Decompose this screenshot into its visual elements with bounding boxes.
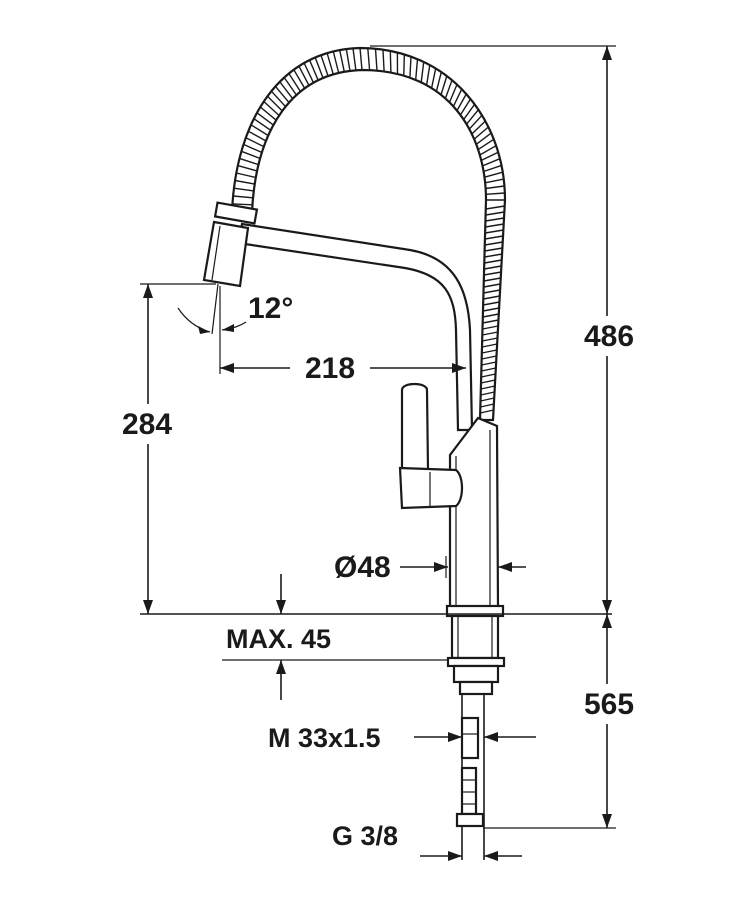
spray-head — [202, 201, 259, 288]
mounting-base — [445, 604, 506, 860]
label-total-height: 486 — [584, 320, 634, 353]
dim-max-thickness: MAX. 45 — [222, 574, 448, 700]
dim-total-height: 486 — [370, 45, 642, 614]
lever-handle — [398, 382, 464, 510]
dim-spout-reach: 218 — [219, 286, 466, 388]
label-spout-height: 284 — [122, 408, 172, 441]
label-thread: M 33x1.5 — [268, 723, 381, 753]
label-connection: G 3/8 — [332, 821, 398, 851]
dim-below-counter: 565 — [483, 614, 642, 829]
label-spout-reach: 218 — [305, 352, 355, 385]
dim-thread: M 33x1.5 — [268, 723, 536, 753]
faucet-body — [448, 416, 500, 610]
spout-arm — [236, 222, 474, 432]
label-max-thickness: MAX. 45 — [226, 624, 331, 654]
label-angle: 12° — [248, 292, 293, 325]
dim-connection: G 3/8 — [332, 821, 522, 861]
dim-spout-height: 284 — [112, 283, 216, 614]
label-body-diameter: Ø48 — [334, 551, 391, 584]
dim-angle: 12° — [177, 283, 293, 335]
label-below-counter: 565 — [584, 688, 634, 721]
dim-body-diameter: Ø48 — [334, 551, 526, 584]
